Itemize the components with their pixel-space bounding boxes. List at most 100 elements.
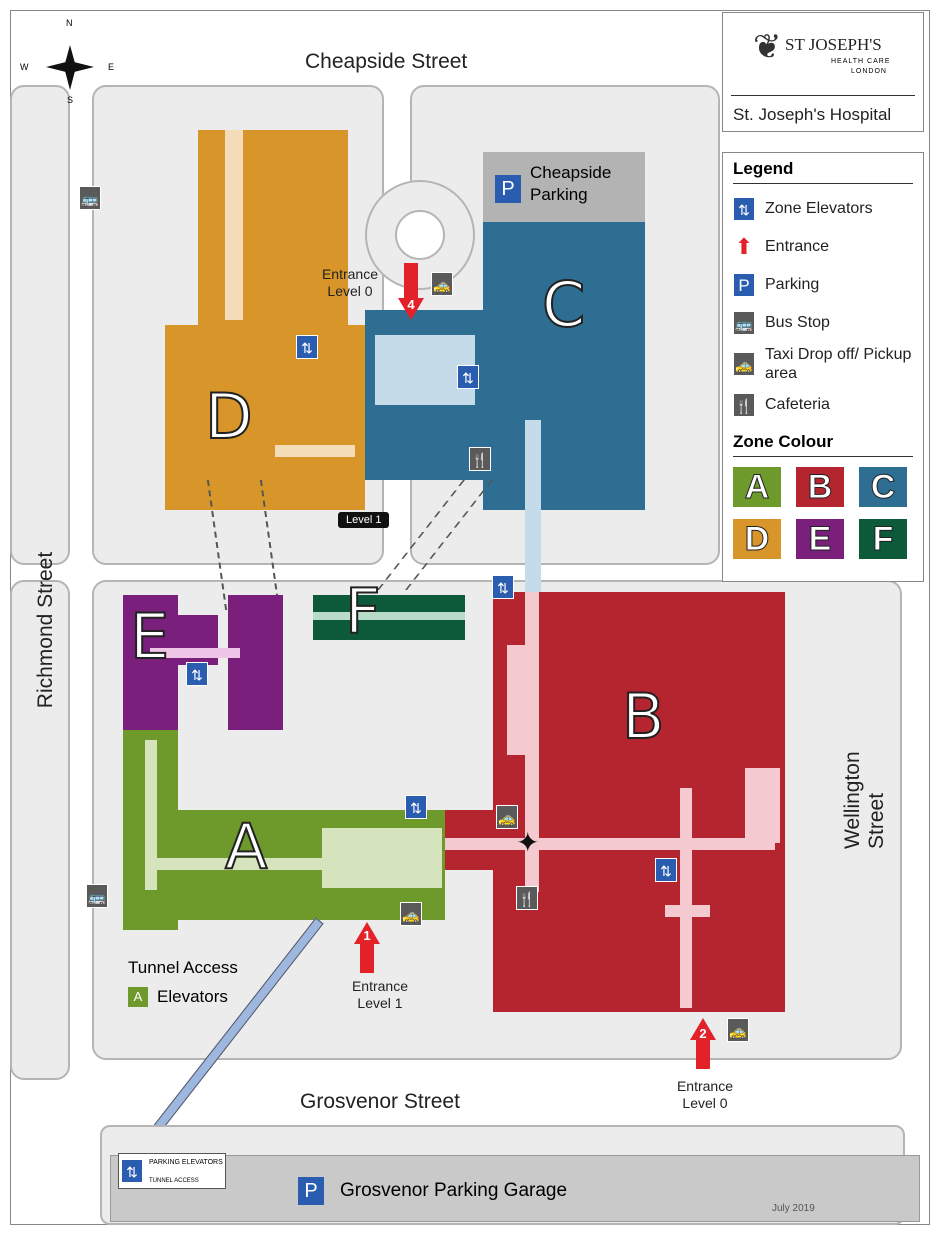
legend-item: 🍴 Cafeteria <box>733 386 913 424</box>
entrance-2-arrow <box>696 1039 710 1069</box>
legend-item: ⇅ Zone Elevators <box>733 190 913 228</box>
parking-elevators-label: PARKING ELEVATORS <box>149 1159 223 1166</box>
legend-title: Legend <box>733 159 913 184</box>
grosvenor-parking-label: Grosvenor Parking Garage <box>340 1180 568 1201</box>
elevator-icon: ⇅ <box>121 1159 143 1183</box>
legend-item: ⬆ Entrance <box>733 228 913 266</box>
elevator-icon: ⇅ <box>296 335 318 359</box>
parking-icon: P <box>495 175 521 203</box>
legend-label: Entrance <box>765 238 830 255</box>
bus-icon: 🚌 <box>79 186 101 210</box>
compass-n: N <box>66 18 73 28</box>
entrance-4-number: 4 <box>407 297 415 312</box>
entrance-4-label: Entrance Level 0 <box>321 266 379 299</box>
level-1-badge: Level 1 <box>338 512 390 528</box>
compass-w: W <box>20 62 29 72</box>
compass-rose: N S W E <box>20 18 114 105</box>
tunnel-access-small-label: TUNNEL ACCESS <box>149 1178 199 1184</box>
compass-e: E <box>108 62 115 72</box>
zone-e-label: E <box>129 599 170 674</box>
entrance-2-arrowhead <box>690 1018 716 1040</box>
zone-d-label: D <box>204 379 254 454</box>
taxi-icon: 🚕 <box>496 805 518 829</box>
corridor-c <box>525 420 541 595</box>
zone-b-label: B <box>621 679 666 754</box>
legend-item: 🚕Taxi Drop off/ Pickup area <box>733 342 913 386</box>
legend-label: Zone Elevators <box>765 200 873 217</box>
corridor-b-south <box>665 905 710 917</box>
taxi-icon: 🚕 <box>733 352 755 376</box>
city-block-sw <box>10 580 70 1080</box>
building-zone-c <box>483 222 645 510</box>
street-wellington: Wellington Street <box>841 751 888 849</box>
zone-a-label: A <box>224 809 268 884</box>
logo-leaf-icon: ❦ <box>753 28 782 66</box>
compass-s: S <box>67 95 74 105</box>
entrance-1-arrow <box>360 943 374 973</box>
legend: Legend ⇅ Zone Elevators ⬆ Entrance P Parkin… <box>722 152 924 582</box>
taxi-icon: 🚕 <box>431 272 453 296</box>
legend-item: 🚌 Bus Stop <box>733 304 913 342</box>
elevator-icon: ⇅ <box>186 662 208 686</box>
street-richmond: Richmond Street <box>34 551 58 709</box>
entrance-2-number: 2 <box>699 1026 707 1041</box>
legend-label: Cafeteria <box>765 396 830 413</box>
legend-label: Parking <box>765 276 820 293</box>
building-zone-e <box>123 595 178 730</box>
corridor-d <box>225 130 243 320</box>
cafeteria-icon: 🍴 <box>469 447 491 471</box>
zone-swatch-e: E <box>796 519 844 559</box>
zone-swatch-c: C <box>859 467 907 507</box>
zone-colour-title: Zone Colour <box>733 432 913 457</box>
zone-swatch-d: D <box>733 519 781 559</box>
entrance-1-label: Entrance Level 1 <box>351 978 409 1011</box>
street-grosvenor: Grosvenor Street <box>300 1090 460 1113</box>
tunnel-zone-a-badge: A <box>128 987 148 1007</box>
zone-c-label: C <box>541 267 586 342</box>
zone-swatch-f: F <box>859 519 907 559</box>
corridor-b-north <box>507 645 537 755</box>
building-zone-b <box>493 592 785 1012</box>
logo-sub1: HEALTH CARE <box>831 58 891 65</box>
city-block-w <box>10 85 70 565</box>
elevator-icon: ⇅ <box>733 197 755 221</box>
legend-item: P Parking <box>733 266 913 304</box>
entrance-arrow-icon: ⬆ <box>734 234 754 259</box>
building-zone-d-upper <box>198 130 348 330</box>
legend-label: Bus Stop <box>765 314 830 331</box>
taxi-icon: 🚕 <box>727 1018 749 1042</box>
corridor-d2 <box>275 445 355 457</box>
cafeteria-icon: 🍴 <box>516 886 538 910</box>
logo-divider <box>731 95 915 96</box>
compass-icon <box>46 45 94 90</box>
cafeteria-icon: 🍴 <box>733 393 755 417</box>
zone-swatch-a: A <box>733 467 781 507</box>
bus-icon: 🚌 <box>733 311 755 335</box>
street-cheapside: Cheapside Street <box>305 50 468 73</box>
corridor-b-east <box>680 788 692 1008</box>
cheapside-parking-label: Cheapside Parking <box>530 163 612 204</box>
entrance-4-arrow <box>404 263 418 299</box>
elevator-icon: ⇅ <box>655 858 677 882</box>
corridor-b-main <box>445 838 775 850</box>
bus-icon: 🚌 <box>86 884 108 908</box>
elevator-icon: ⇅ <box>492 575 514 599</box>
grosvenor-parking-garage <box>110 1155 920 1222</box>
entrance-1-number: 1 <box>363 928 371 943</box>
taxi-icon: 🚕 <box>400 902 422 926</box>
parking-icon: P <box>298 1177 324 1205</box>
corridor-f <box>313 612 465 620</box>
building-zone-d <box>165 325 365 510</box>
map-date: July 2019 <box>772 1203 815 1214</box>
zone-f-label: F <box>344 574 382 649</box>
roundabout-island <box>395 210 445 260</box>
parking-icon: P <box>733 273 755 297</box>
elevator-icon: ⇅ <box>405 795 427 819</box>
compass-star-icon: ✦ <box>516 827 540 858</box>
entrance-2-label: Entrance Level 0 <box>676 1078 734 1111</box>
logo-brand: ST JOSEPH'S <box>785 35 882 54</box>
logo-sub2: LONDON <box>851 68 887 75</box>
entrance-1-arrowhead <box>354 922 380 944</box>
corridor-b-ne <box>745 768 780 843</box>
